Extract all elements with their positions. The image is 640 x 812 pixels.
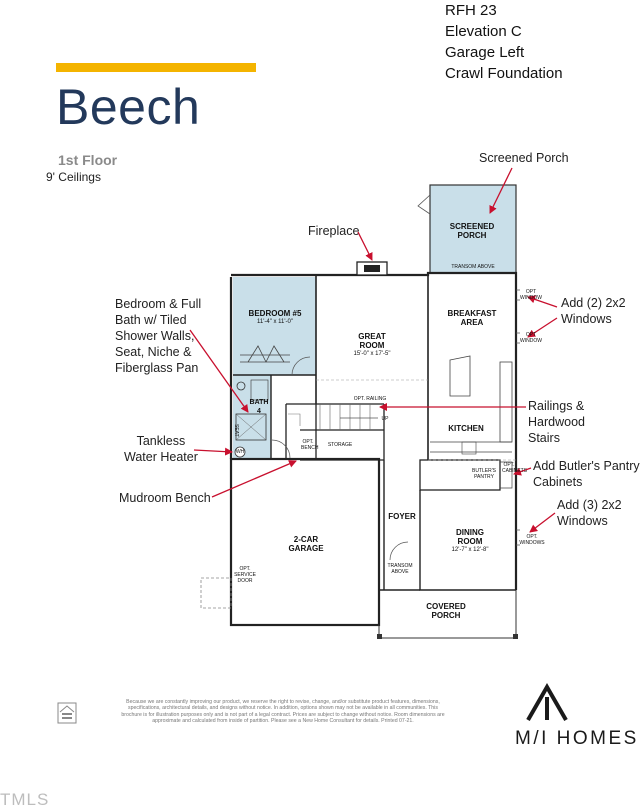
opt-bench-label: OPT.BENCH [301,439,319,451]
kitchen-counter [499,361,513,443]
annotation-add-2-windows: Add (2) 2x2 Windows [561,296,626,326]
annotation-butlers-pantry: Add Butler's Pantry Cabinets [533,459,640,489]
storage-label: STORAGE [327,442,353,448]
arrow-screened-porch [489,167,513,214]
water-heater-label: WH [235,449,245,455]
door-swing-stairs [288,413,301,426]
window-marks [516,289,520,546]
foyer-closet-door [389,541,409,561]
equal-housing-icon [57,702,77,724]
annotation-railings: Railings & Hardwood Stairs [528,399,585,445]
plan-title: Beech [56,79,201,135]
stairs-up-label: UP [381,416,389,422]
mls-watermark: TMLS [0,790,50,809]
room-foyer: FOYER [388,512,416,521]
shower [235,413,267,441]
arrow-butlers [513,467,532,476]
porch-door-swing [417,194,431,215]
stair-walls [285,403,385,461]
water-heater [234,446,246,458]
annotation-add-3-windows: Add (3) 2x2 Windows [557,498,622,528]
annotation-bedroom-bath: Bedroom & Full Bath w/ Tiled Shower Wall… [115,297,202,375]
mi-homes-logo-icon [526,682,568,721]
garage-step-door [271,439,291,459]
bedroom-walls [233,374,316,460]
bath-fill [233,375,271,460]
foundation: Crawl Foundation [445,65,563,82]
covered-porch [378,590,517,639]
disclaimer-text: Because we are constantly improving our … [121,699,445,724]
arrow-window-2 [527,317,558,338]
bedroom-door [291,356,311,376]
arrow-window-1 [527,295,558,308]
garage-side: Garage Left [445,44,525,61]
annotation-mudroom-bench: Mudroom Bench [119,491,211,505]
porch-post-2 [513,634,518,639]
annotation-tankless: Tankless Water Heater [124,434,198,464]
fireplace-inner [364,265,380,272]
pantry-cabinets [500,461,513,489]
porch-post-1 [377,634,382,639]
opt-cabinets-label: OPT.CABINETS [502,462,528,474]
opt-windows-3: OPT.WINDOWS [519,534,545,546]
annotation-arrows [189,167,558,533]
arrow-bedroom-bath [189,329,249,413]
arrow-tankless [193,447,233,456]
opt-railing-label: OPT. RAILING [353,396,387,402]
kitchen-island [449,355,471,397]
annotation-fireplace: Fireplace [308,224,360,238]
arrow-fireplace [357,231,373,261]
shower-x [235,413,267,441]
brand-logo-text: M/I HOMES [515,728,639,749]
transom-above-porch: TRANSOM ABOVE [451,264,495,270]
vanity [250,379,269,401]
open-lines [316,379,516,461]
room-bedroom-5: BEDROOM #5 11'-4" x 11'-0" [248,309,302,325]
floor-label: 1st Floor [58,152,118,168]
room-kitchen: KITCHEN [448,424,484,433]
elevation: Elevation C [445,23,522,40]
closet-doors [247,345,285,363]
screened-porch-fill [429,184,517,274]
shower-seat-label: SEAT [233,424,239,437]
ceiling-label: 9' Ceilings [46,170,101,184]
opt-service-door [200,577,232,609]
arrow-add-3-windows [529,512,556,533]
appliance [461,441,477,455]
arrow-mudroom [211,460,297,498]
kitchen-lower-counter [430,441,512,453]
stair-treads [319,404,371,430]
plan-details: RFH 23 Elevation C Garage Left Crawl Fou… [445,0,563,84]
toilet [236,381,246,391]
annotation-screened-porch: Screened Porch [479,151,569,165]
accent-bar [56,63,256,72]
great-room-walls [315,275,429,460]
plan-code: RFH 23 [445,2,497,19]
